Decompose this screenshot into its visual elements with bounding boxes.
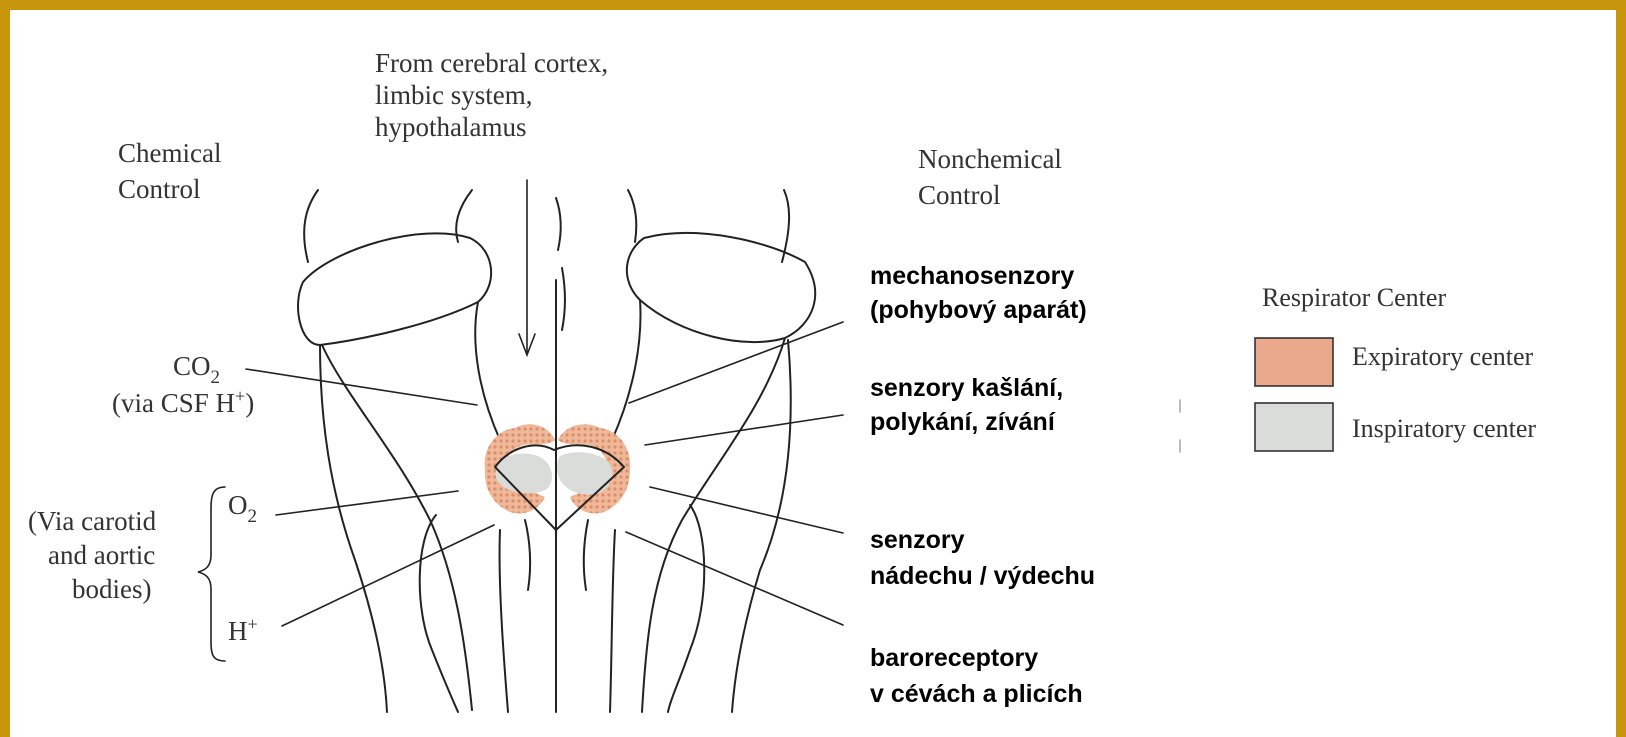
csf-label: (via CSF H+) (112, 386, 254, 418)
breath-line2: nádechu / výdechu (870, 562, 1095, 590)
baro-line1: baroreceptory (870, 644, 1038, 672)
h-label: H+ (228, 614, 258, 646)
o2-label: O2 (228, 490, 257, 527)
cough-line2: polykání, zívání (870, 408, 1056, 436)
chemical-control: Chemical Control CO2 (via CSF H+) O2 H+ … (28, 138, 258, 646)
nonchemical-title-line1: Nonchemical (918, 144, 1062, 174)
co2-label: CO2 (173, 351, 220, 388)
legend-inspiratory-swatch (1255, 403, 1333, 451)
inspiratory-center-right (557, 452, 612, 494)
brainstem-outline (298, 190, 815, 712)
baro-line2: v cévách a plicích (870, 680, 1083, 708)
respiratory-centers (485, 424, 631, 530)
nonchemical-control: Nonchemical Control mechanosenzory (pohy… (870, 144, 1095, 708)
legend-expiratory-label: Expiratory center (1352, 342, 1534, 371)
cough-line1: senzory kašlání, (870, 374, 1063, 402)
pointer-lines (198, 322, 1180, 661)
legend: Respirator Center Expiratory center Insp… (1255, 283, 1536, 451)
svg-text:hypothalamus: hypothalamus (375, 112, 526, 142)
chemical-title-line2: Control (118, 174, 201, 204)
mechano-line1: mechanosenzory (870, 262, 1074, 290)
legend-title: Respirator Center (1262, 283, 1446, 312)
legend-inspiratory-label: Inspiratory center (1352, 414, 1536, 443)
breath-line1: senzory (870, 526, 965, 554)
chemical-title-line1: Chemical (118, 138, 221, 168)
legend-expiratory-swatch (1255, 338, 1333, 386)
top-label: From cerebral cortex, limbic system, hyp… (375, 48, 608, 142)
via-line3: bodies) (72, 574, 151, 604)
svg-text:limbic system,: limbic system, (375, 80, 533, 110)
mechano-line2: (pohybový aparát) (870, 296, 1087, 324)
via-line2: and aortic (48, 540, 155, 570)
cortex-arrow (519, 180, 535, 355)
chemical-brace (198, 487, 225, 661)
via-line1: (Via carotid (28, 506, 157, 536)
svg-text:From cerebral cortex,: From cerebral cortex, (375, 48, 608, 78)
nonchemical-title-line2: Control (918, 180, 1001, 210)
